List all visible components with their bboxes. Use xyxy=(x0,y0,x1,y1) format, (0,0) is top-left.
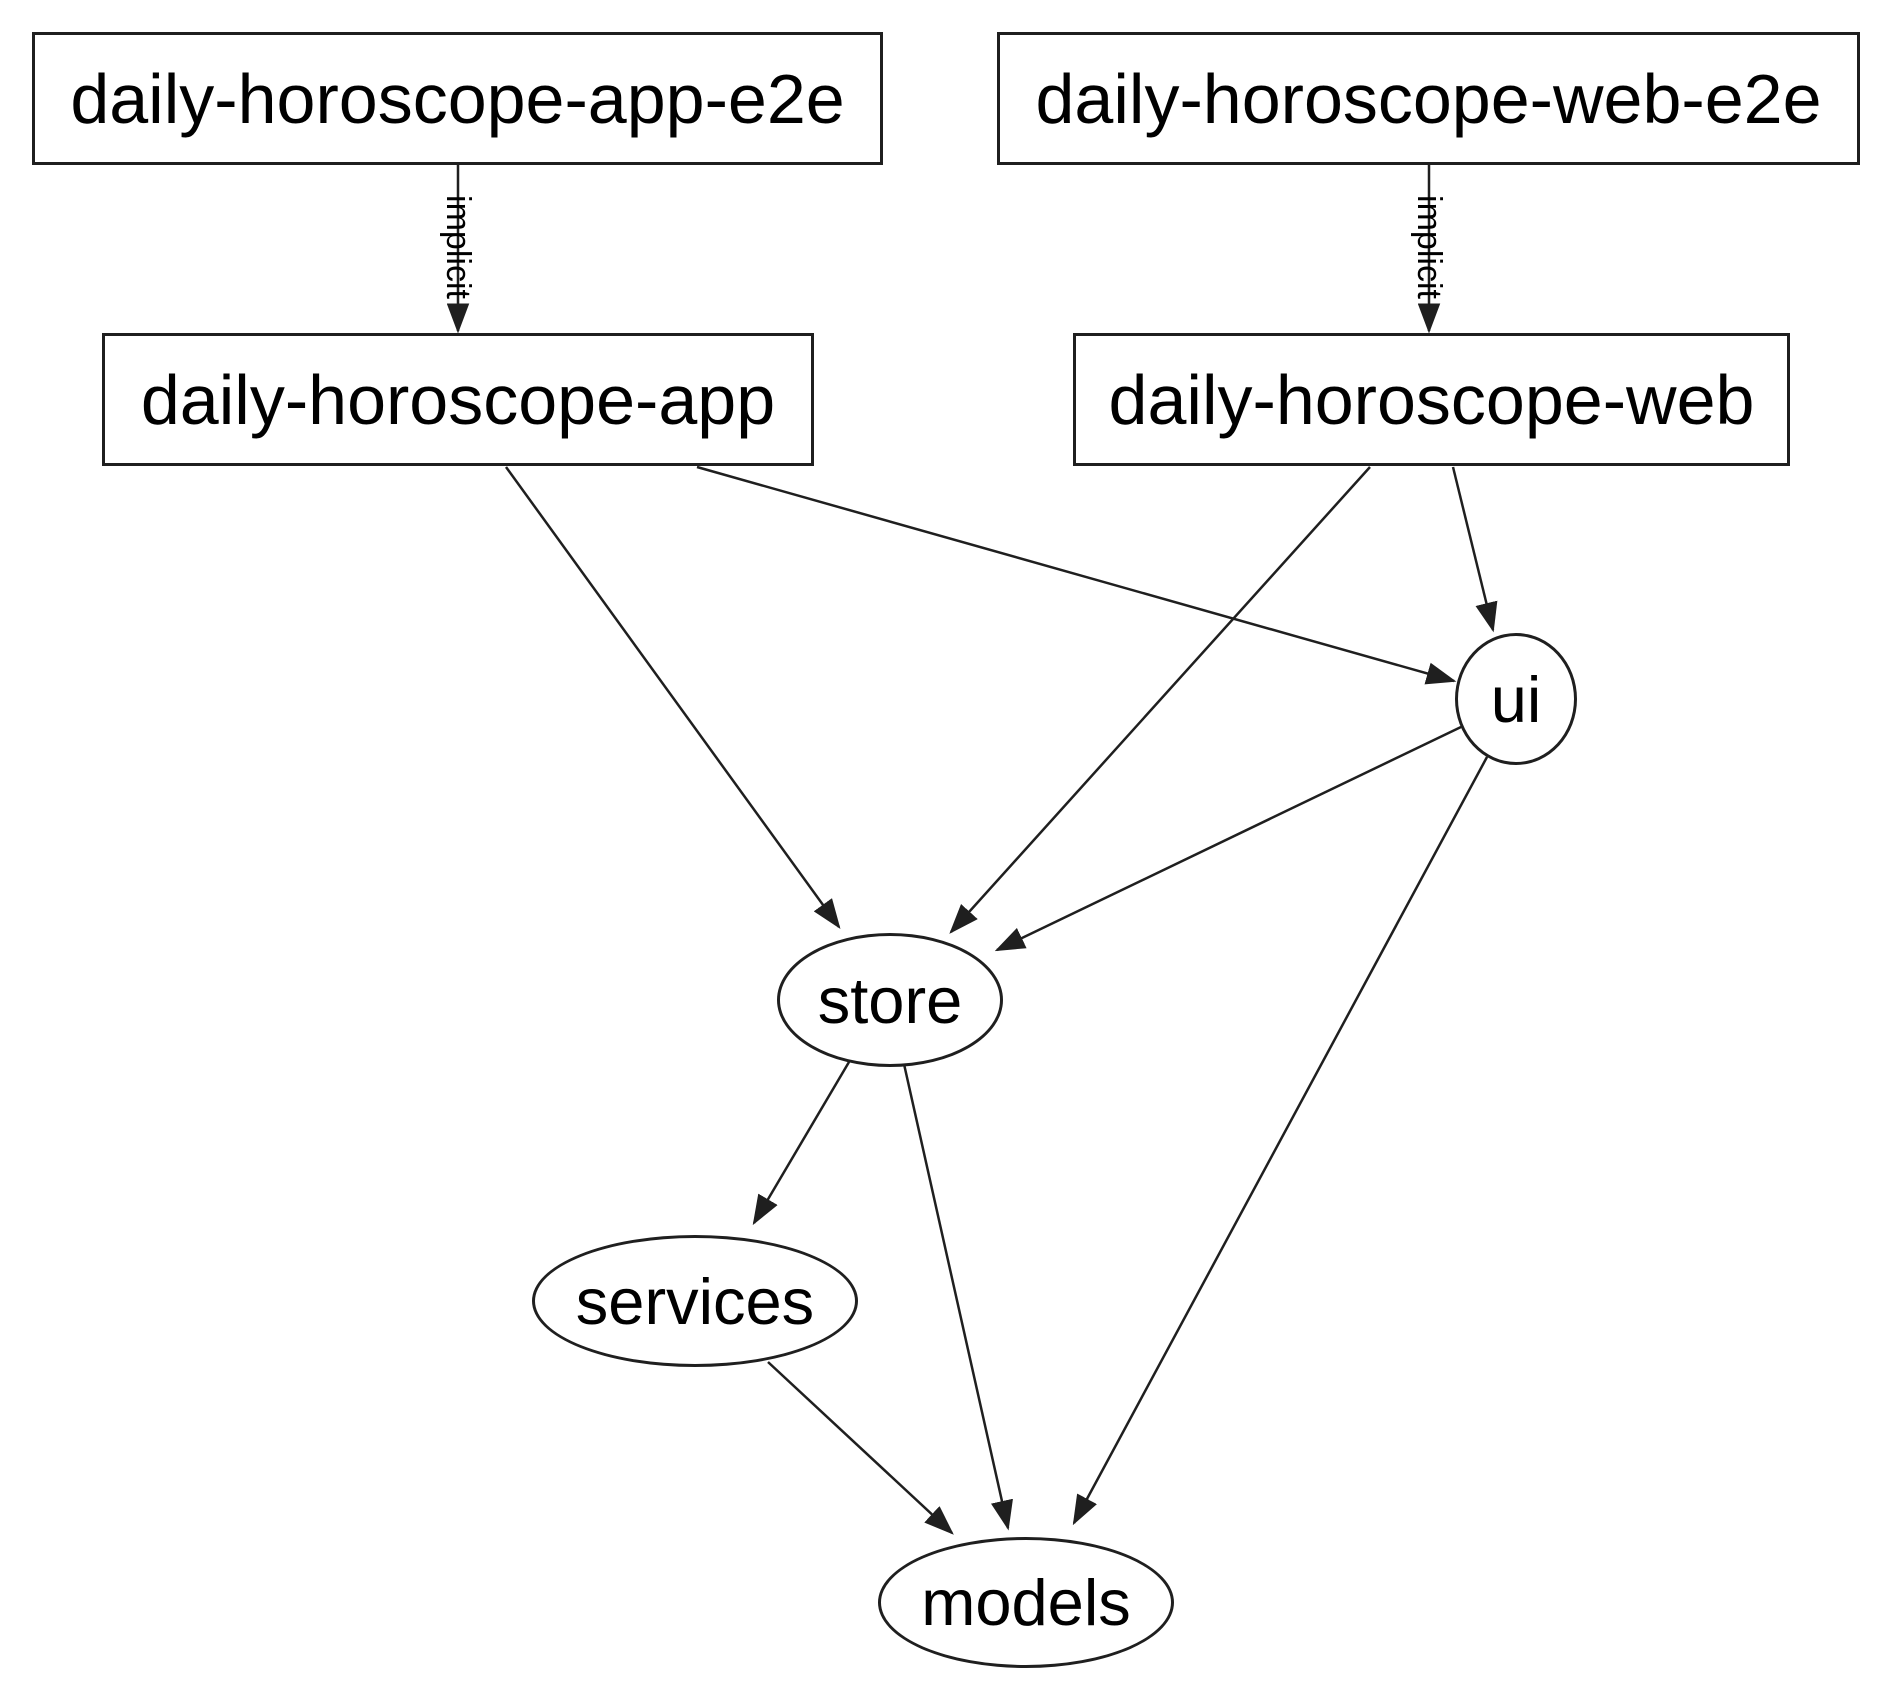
edge-label-implicit: implicit xyxy=(1410,195,1448,299)
edge-daily-horoscope-app--store xyxy=(504,466,841,930)
edge-store--models xyxy=(902,1063,1013,1531)
node-ui: ui xyxy=(1455,633,1577,765)
edge-ui--store xyxy=(994,725,1462,952)
edge-ui--models xyxy=(1072,756,1489,1526)
node-daily-horoscope-app: daily-horoscope-app xyxy=(102,333,814,466)
node-label: daily-horoscope-app xyxy=(140,360,776,439)
node-label: store xyxy=(817,963,963,1037)
node-label: daily-horoscope-web-e2e xyxy=(1035,59,1822,138)
edge-services--models xyxy=(767,1361,954,1535)
node-label: ui xyxy=(1490,662,1542,736)
node-daily-horoscope-app-e2e: daily-horoscope-app-e2e xyxy=(32,32,883,165)
node-daily-horoscope-web: daily-horoscope-web xyxy=(1073,333,1790,466)
edge-daily-horoscope-app--ui xyxy=(696,465,1457,685)
node-daily-horoscope-web-e2e: daily-horoscope-web-e2e xyxy=(997,32,1860,165)
node-label: daily-horoscope-app-e2e xyxy=(70,59,845,138)
node-label: models xyxy=(921,1566,1131,1639)
node-label: daily-horoscope-web xyxy=(1108,360,1755,439)
node-services: services xyxy=(532,1235,858,1367)
node-label: services xyxy=(575,1264,815,1338)
edge-store--services xyxy=(752,1061,851,1226)
edge-daily-horoscope-web--ui xyxy=(1451,466,1498,633)
edge-daily-horoscope-web--store xyxy=(949,466,1371,934)
node-models: models xyxy=(878,1537,1174,1668)
edge-label-implicit: implicit xyxy=(439,195,477,299)
node-store: store xyxy=(777,933,1003,1067)
